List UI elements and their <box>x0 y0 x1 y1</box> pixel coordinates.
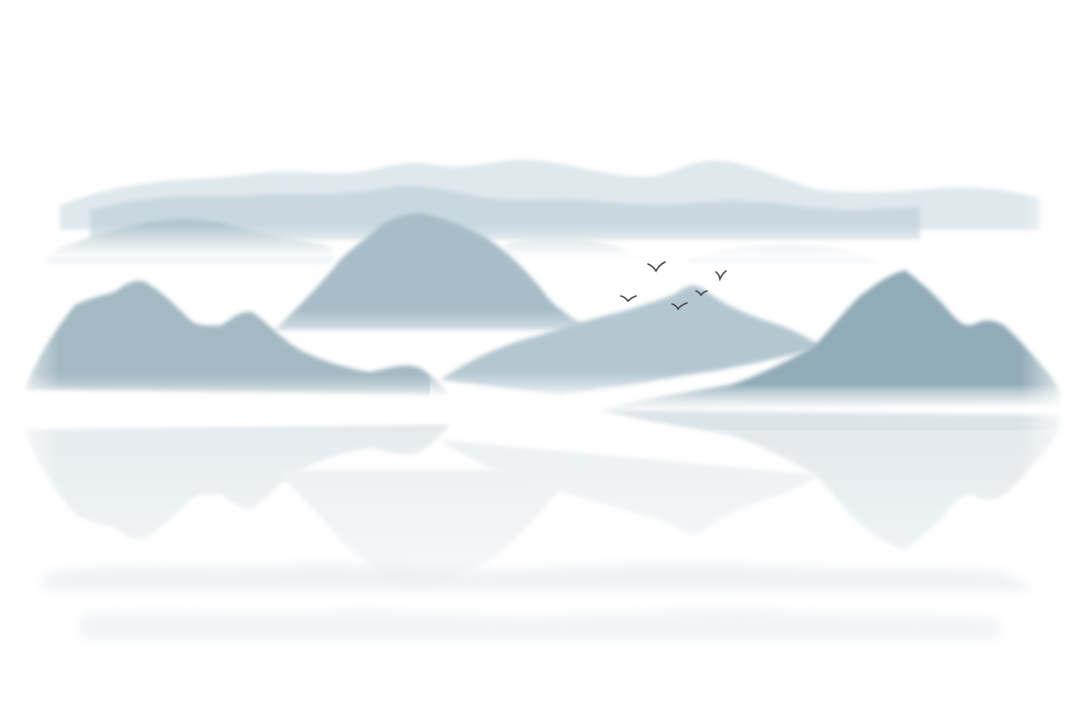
lower-mist-layers <box>40 563 1040 640</box>
right-edge-fade <box>1020 150 1080 670</box>
flying-birds-icon <box>620 261 727 311</box>
bird-icon <box>695 290 708 297</box>
bird-icon <box>647 261 666 273</box>
bird-icon <box>620 295 637 303</box>
bird-icon <box>671 302 688 311</box>
bird-icon <box>715 270 727 282</box>
left-edge-fade <box>0 150 60 670</box>
